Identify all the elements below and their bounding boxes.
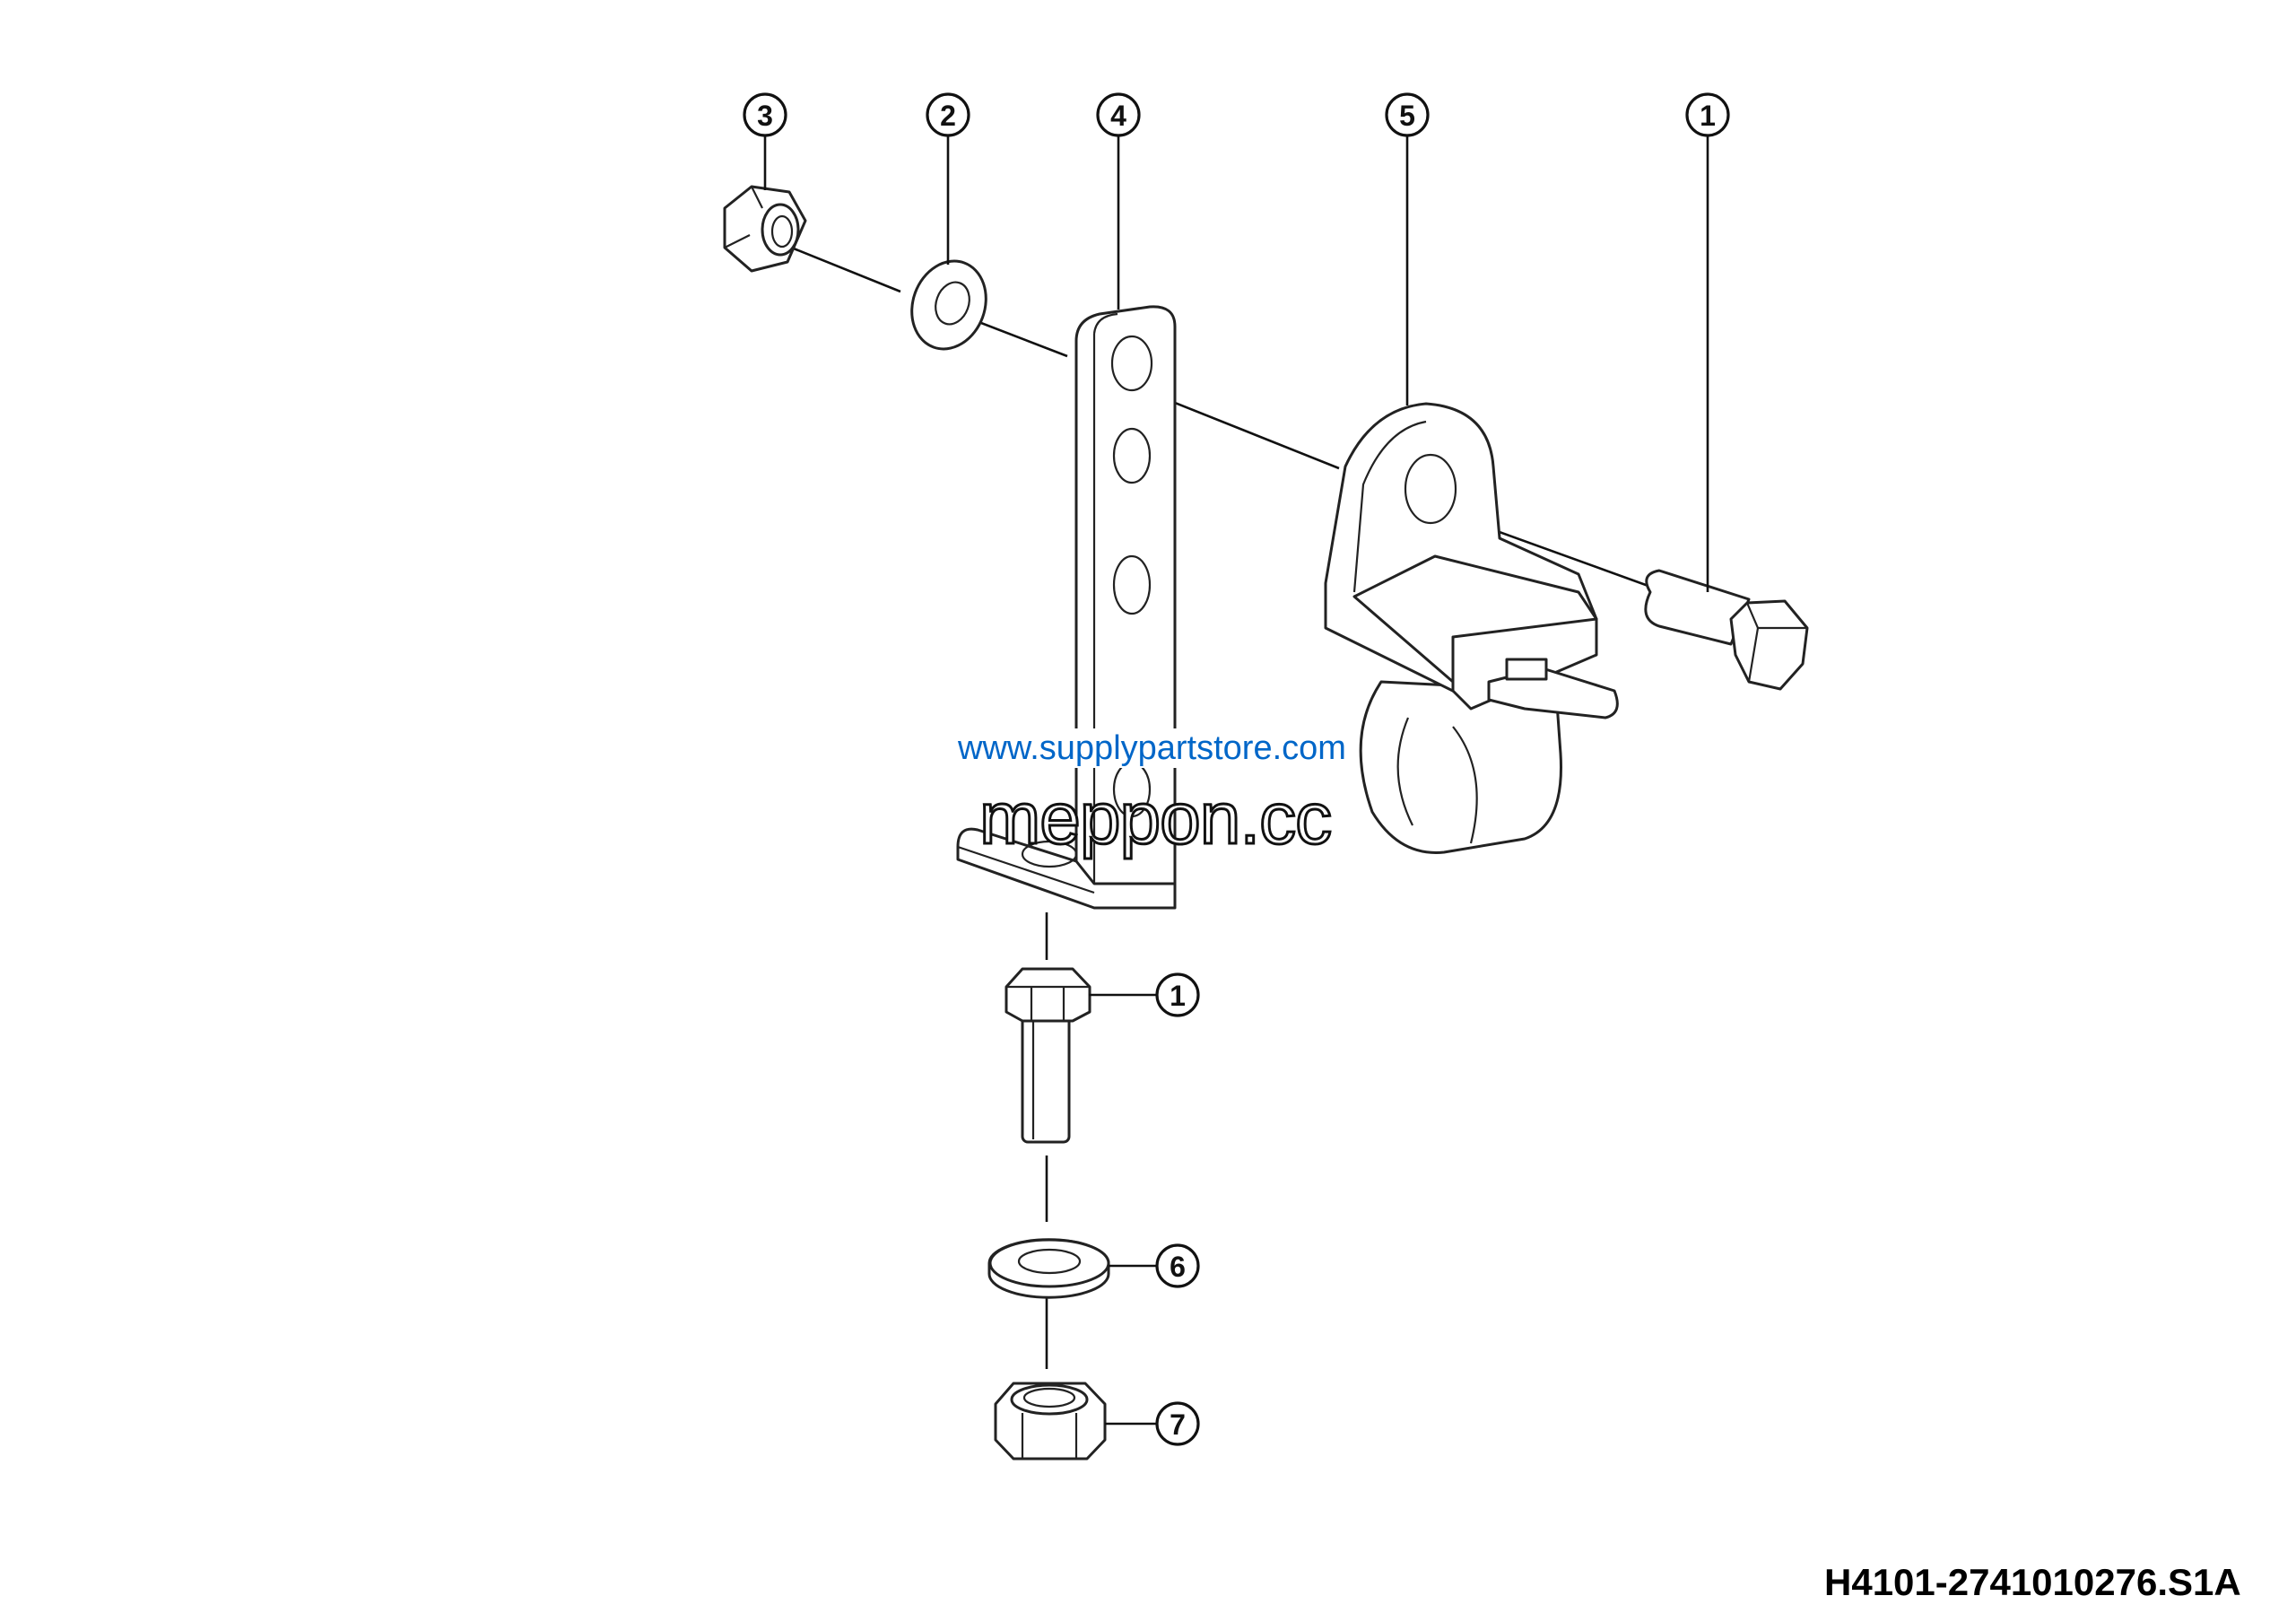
callout-6: 6: [1155, 1243, 1200, 1288]
svg-text:4: 4: [1110, 100, 1126, 132]
svg-text:1: 1: [1170, 980, 1186, 1012]
hex-bolt-part: [1644, 569, 1809, 691]
svg-text:7: 7: [1170, 1408, 1186, 1441]
svg-text:2: 2: [940, 100, 956, 132]
leader-lines: [763, 135, 1709, 1426]
hex-bolt-lower-part: [1004, 967, 1091, 1144]
lock-nut-part: [723, 185, 807, 273]
callout-1: 1: [1685, 92, 1730, 137]
watermark-primary: meppon.cc: [978, 777, 1333, 861]
callout-5: 5: [1385, 92, 1430, 137]
svg-text:5: 5: [1399, 100, 1415, 132]
watermark-secondary: www.supplypartstore.com: [958, 728, 1346, 768]
nut-lower-part: [994, 1382, 1107, 1461]
drawing-code: H4101-2741010276.S1A: [1824, 1561, 2241, 1603]
svg-text:6: 6: [1170, 1251, 1186, 1283]
clamp-part: [1324, 402, 1619, 854]
callout-4: 4: [1096, 92, 1141, 137]
callout-3: 3: [743, 92, 787, 137]
callout-7: 7: [1155, 1401, 1200, 1446]
washer-lower-part: [987, 1238, 1110, 1299]
svg-text:3: 3: [757, 100, 773, 132]
washer-part: [910, 259, 987, 351]
svg-text:1: 1: [1700, 100, 1716, 132]
callout-1-lower: 1: [1155, 972, 1200, 1017]
callout-2: 2: [926, 92, 970, 137]
